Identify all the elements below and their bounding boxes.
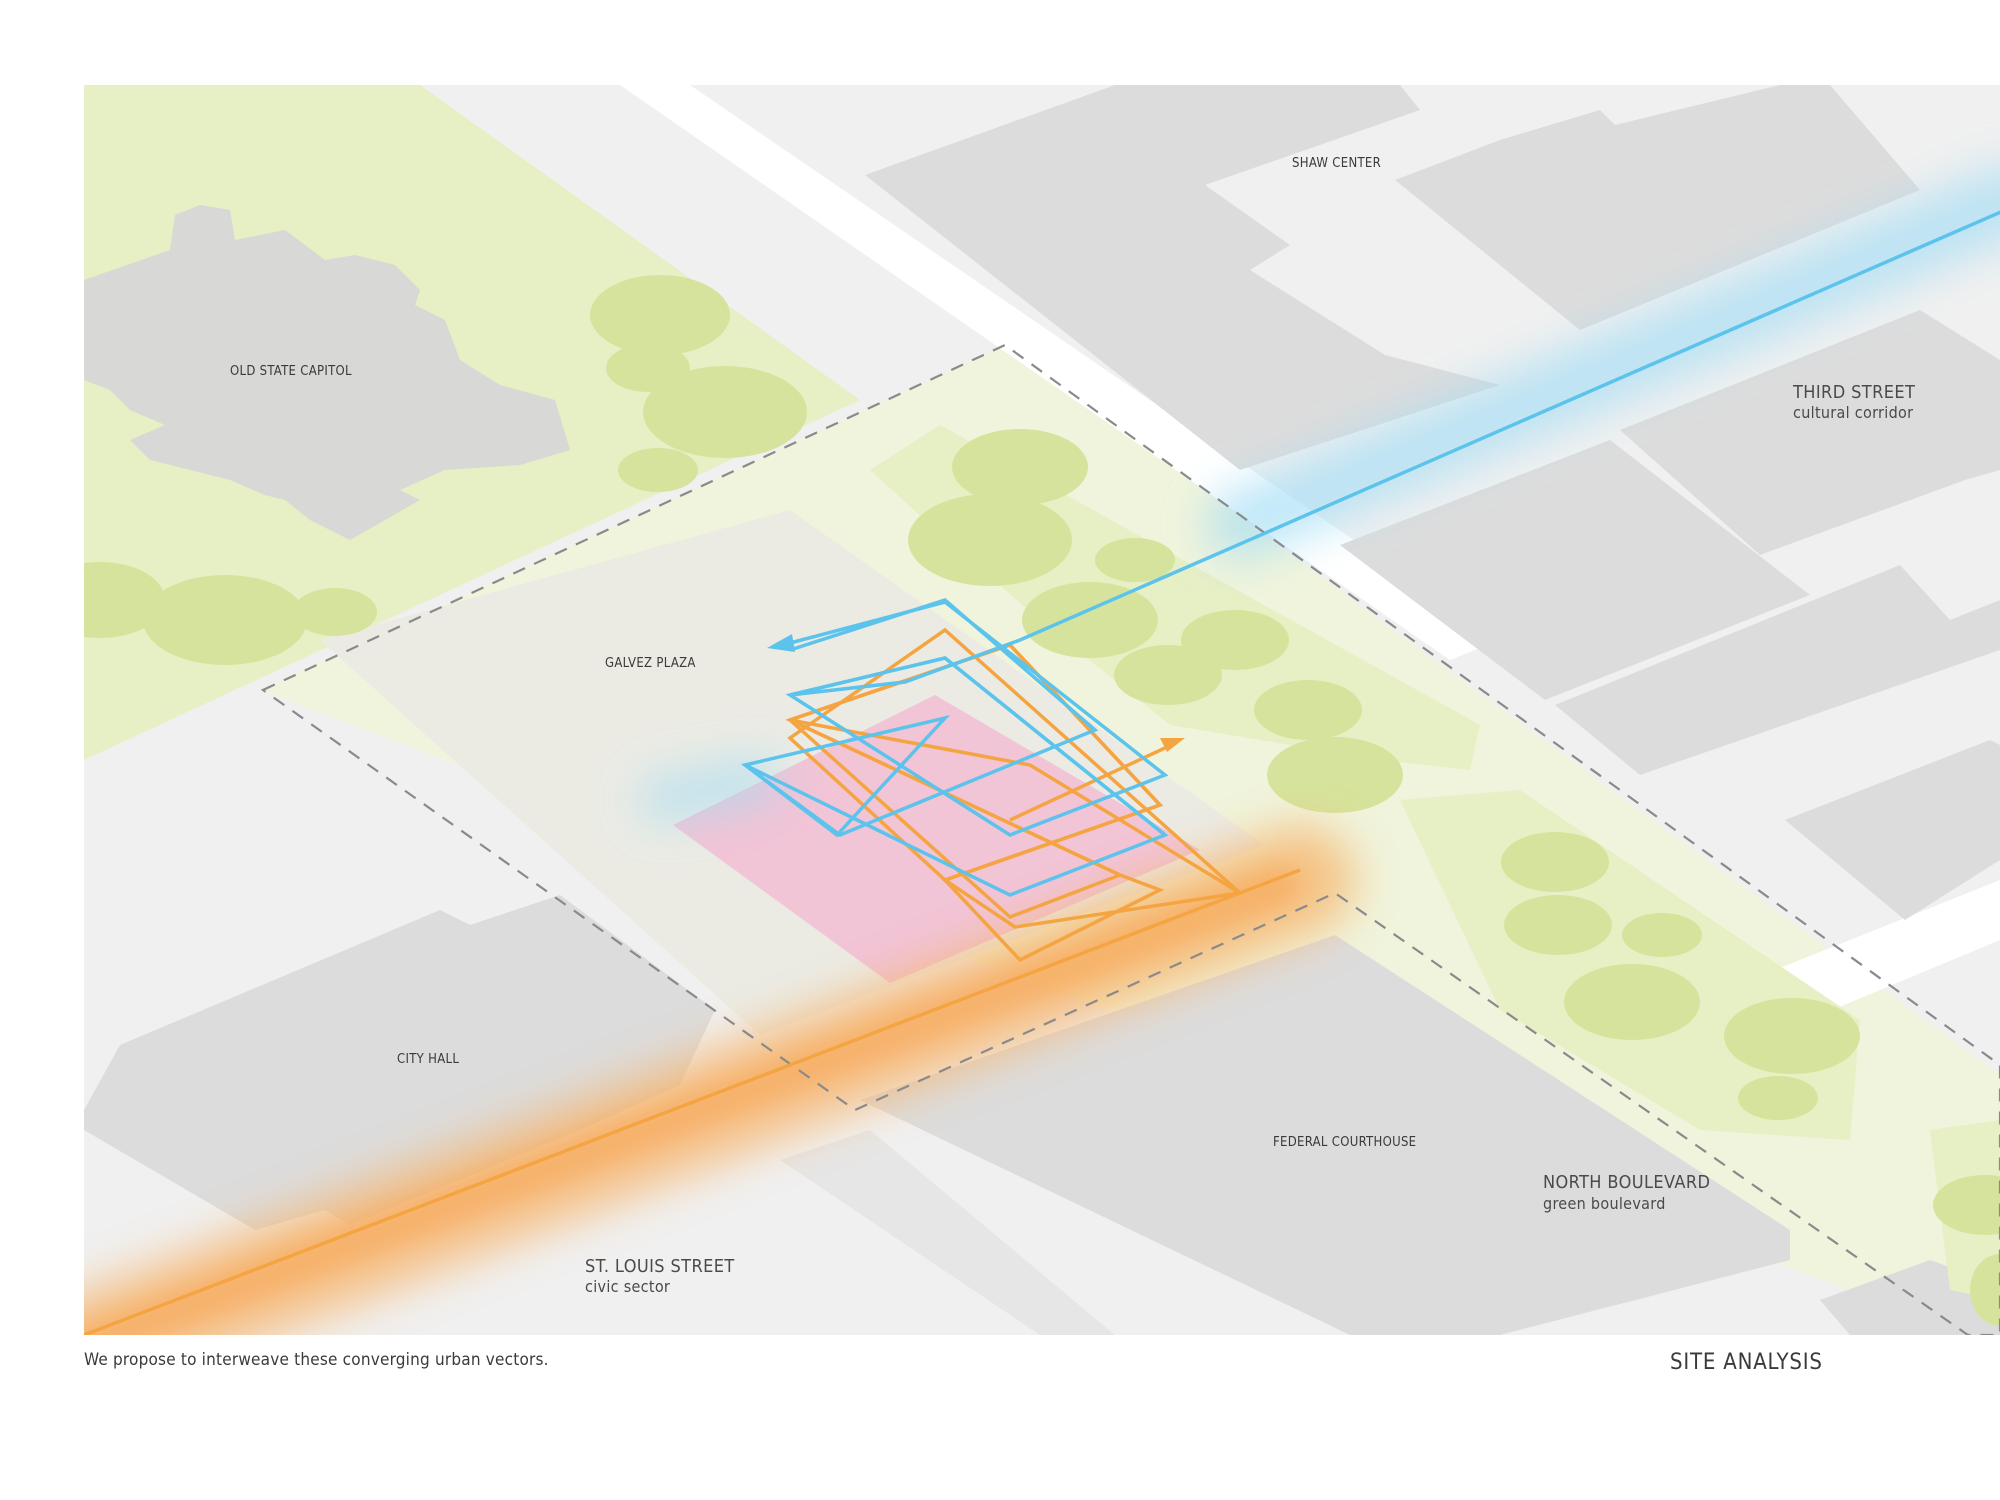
site-boundary	[260, 343, 2000, 1335]
building-right-lower	[1555, 565, 2000, 775]
civic-vector-arrow-shaft	[1009, 746, 1166, 822]
label-old-state-capitol: OLD STATE CAPITOL	[230, 364, 352, 379]
label-st-louis-street-subtitle: civic sector	[585, 1277, 670, 1296]
building-old-state-capitol	[84, 205, 570, 540]
cultural-vector-arrowhead	[767, 634, 795, 652]
label-north-boulevard: NORTH BOULEVARD	[1543, 1172, 1710, 1193]
building-federal-courthouse	[860, 935, 1790, 1335]
label-shaw-center: SHAW CENTER	[1292, 156, 1381, 171]
label-federal-courthouse: FEDERAL COURTHOUSE	[1273, 1135, 1416, 1150]
label-st-louis-street: ST. LOUIS STREET	[585, 1256, 735, 1277]
label-third-street-subtitle: cultural corridor	[1793, 403, 1913, 422]
building-lower-center	[780, 1130, 1115, 1335]
site-highlight	[673, 695, 1200, 983]
building-right-upper	[1620, 310, 2000, 555]
caption: We propose to interweave these convergin…	[84, 1350, 549, 1370]
label-city-hall: CITY HALL	[397, 1052, 459, 1067]
building-far-right	[1785, 740, 2000, 920]
third-street-line	[1019, 210, 2000, 642]
building-shaw-center-east	[1395, 85, 1920, 330]
cultural-vector-arrow-shaft	[789, 600, 946, 645]
building-shaw-center-west	[865, 85, 1500, 470]
cultural-vector-path-2	[789, 638, 1167, 837]
cultural-vector-path	[740, 598, 1169, 897]
label-third-street: THIRD STREET	[1792, 382, 1915, 403]
trees-north-boulevard	[870, 425, 2000, 1326]
building-right-mid	[1340, 440, 1810, 700]
label-north-boulevard-subtitle: green boulevard	[1543, 1194, 1666, 1213]
st-louis-street-line	[84, 868, 1301, 1335]
label-galvez-plaza: GALVEZ PLAZA	[605, 656, 696, 671]
civic-vector-arrowhead	[1160, 738, 1185, 752]
third-street-glow	[640, 166, 2000, 820]
trees-capitol	[84, 275, 807, 665]
building-city-hall	[84, 895, 715, 1230]
sheet-title: SITE ANALYSIS	[1670, 1350, 1823, 1375]
